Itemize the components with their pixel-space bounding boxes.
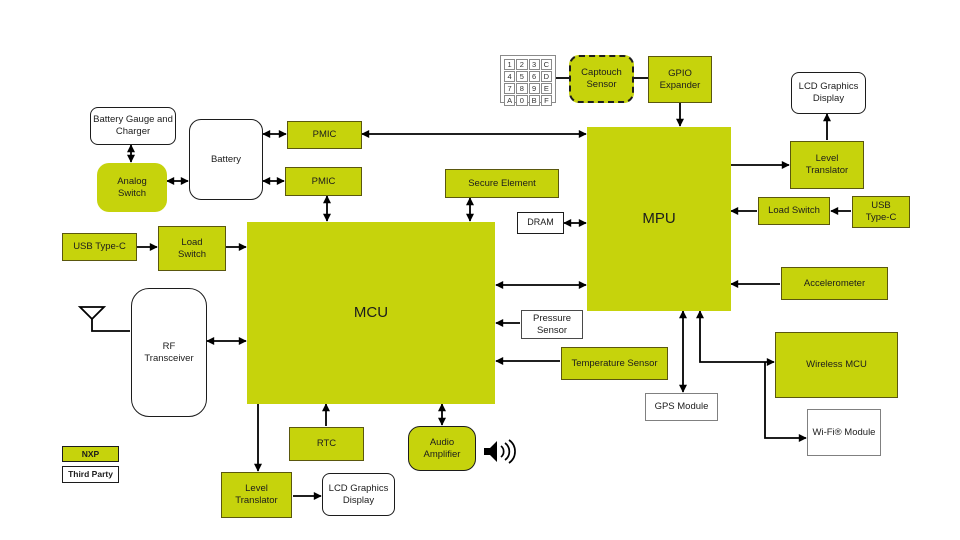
connector-mpu-wirelessmcu <box>696 310 775 366</box>
block-level-translator-right[interactable]: Level Translator <box>790 141 864 189</box>
block-load-switch-right[interactable]: Load Switch <box>758 197 830 225</box>
block-load-switch-left[interactable]: Load Switch <box>158 226 226 271</box>
keypad-key: 2 <box>516 59 528 70</box>
block-gps-module: GPS Module <box>645 393 718 421</box>
block-battery-gauge-charger: Battery Gauge and Charger <box>90 107 176 145</box>
keypad-key: F <box>540 95 552 106</box>
block-pmic-1[interactable]: PMIC <box>287 121 362 149</box>
block-pmic-2[interactable]: PMIC <box>285 167 362 196</box>
block-audio-amplifier[interactable]: Audio Amplifier <box>408 426 476 471</box>
block-level-translator-bottom[interactable]: Level Translator <box>221 472 292 518</box>
block-wifi-module: Wi-Fi® Module <box>807 409 881 456</box>
block-mcu[interactable]: MCU <box>247 222 495 404</box>
keypad-key: 7 <box>504 83 516 94</box>
block-lcd-display-bottom: LCD Graphics Display <box>322 473 395 516</box>
keypad-key: C <box>540 59 552 70</box>
speaker-icon <box>484 439 516 464</box>
block-temperature-sensor[interactable]: Temperature Sensor <box>561 347 668 380</box>
keypad-key: E <box>540 83 552 94</box>
keypad-key: B <box>528 95 540 106</box>
block-analog-switch[interactable]: Analog Switch <box>97 163 167 212</box>
keypad-key: 9 <box>528 83 540 94</box>
legend-third-party: Third Party <box>62 466 119 483</box>
keypad-key: 6 <box>528 71 540 82</box>
block-rtc[interactable]: RTC <box>289 427 364 461</box>
block-battery: Battery <box>189 119 263 200</box>
legend-nxp: NXP <box>62 446 119 462</box>
block-gpio-expander[interactable]: GPIO Expander <box>648 56 712 103</box>
keypad-key: 4 <box>504 71 516 82</box>
block-secure-element[interactable]: Secure Element <box>445 169 559 198</box>
connector-antenna-rftransceiver <box>91 319 130 332</box>
block-usb-type-c-right[interactable]: USB Type-C <box>852 196 910 228</box>
block-mpu[interactable]: MPU <box>587 127 731 311</box>
block-wireless-mcu[interactable]: Wireless MCU <box>775 332 898 398</box>
keypad-key: D <box>540 71 552 82</box>
block-rf-transceiver: RF Transceiver <box>131 288 207 417</box>
block-captouch-sensor[interactable]: Captouch Sensor <box>569 55 634 103</box>
block-pressure-sensor: Pressure Sensor <box>521 310 583 339</box>
block-usb-type-c-left[interactable]: USB Type-C <box>62 233 137 261</box>
keypad-key: 8 <box>516 83 528 94</box>
keypad-key: 1 <box>504 59 516 70</box>
keypad-key: 5 <box>516 71 528 82</box>
block-accelerometer[interactable]: Accelerometer <box>781 267 888 300</box>
keypad-key: A <box>504 95 516 106</box>
block-dram: DRAM <box>517 212 564 234</box>
keypad-key: 3 <box>528 59 540 70</box>
connector-mpu-wifimodule <box>764 362 807 442</box>
block-lcd-display-top: LCD Graphics Display <box>791 72 866 114</box>
keypad-key: 0 <box>516 95 528 106</box>
antenna-icon <box>77 306 107 321</box>
